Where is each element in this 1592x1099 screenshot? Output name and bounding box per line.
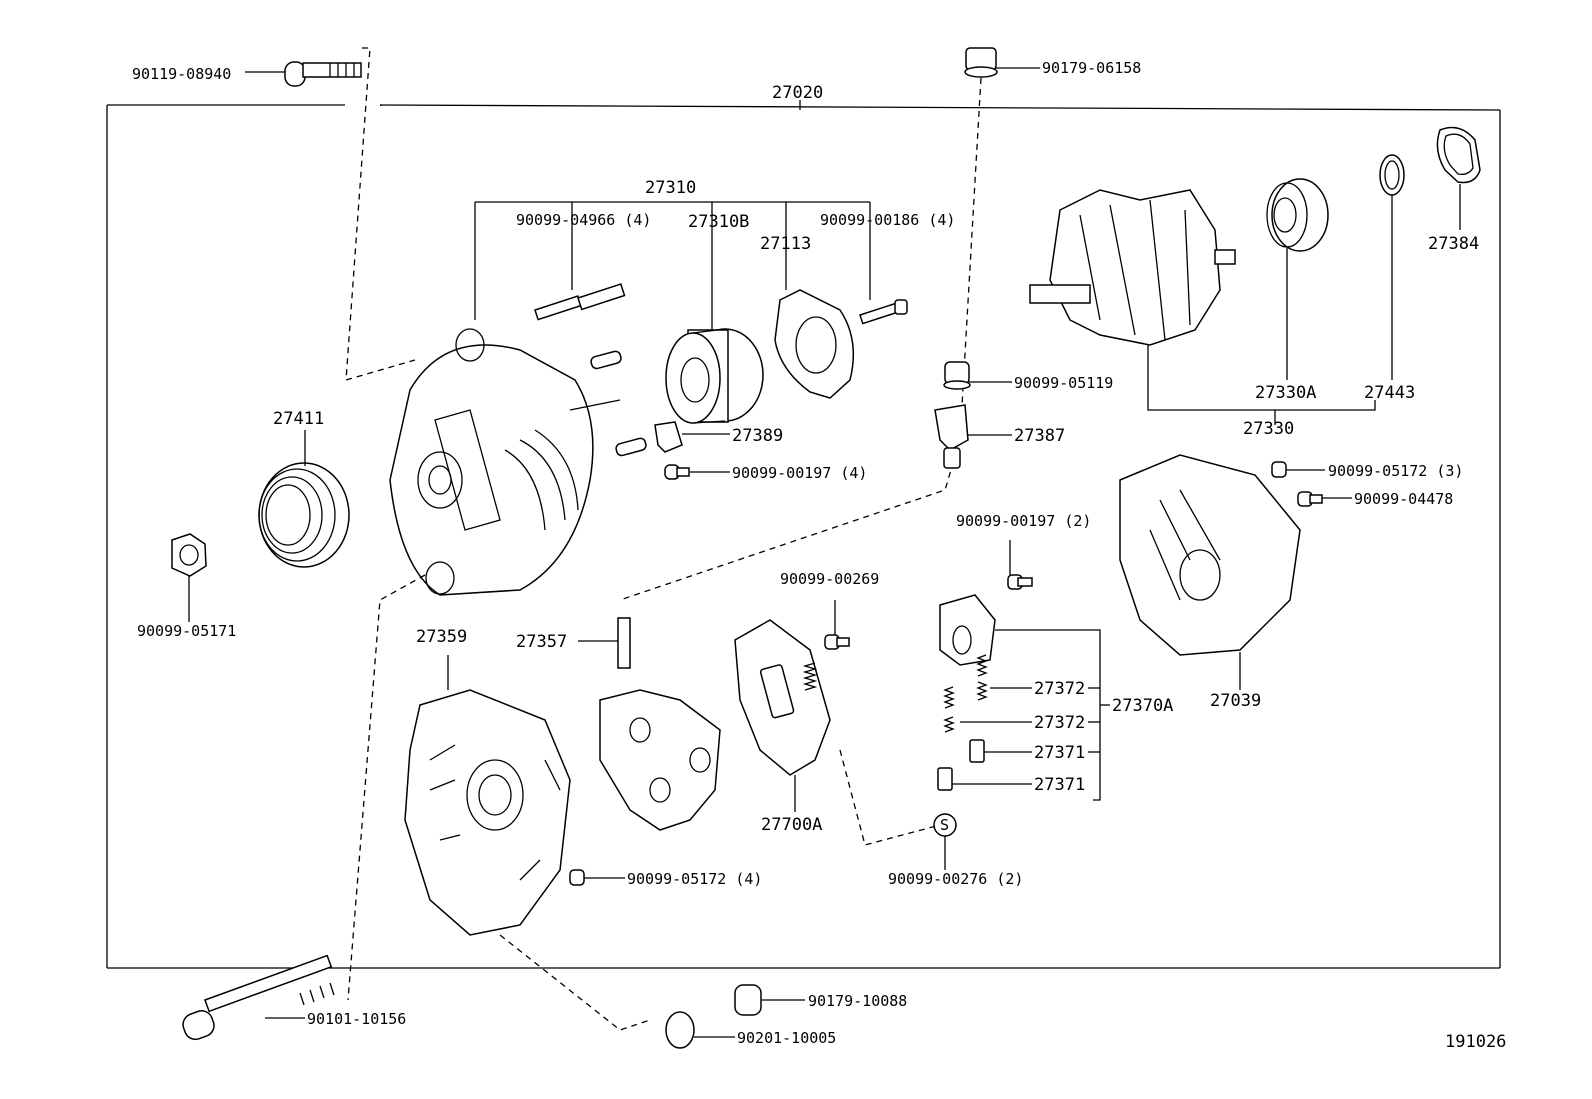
pulley-nut-icon: [171, 533, 207, 577]
terminal-cap-icon: [654, 421, 683, 453]
label-90099-04966: 90099-04966 (4): [516, 211, 651, 229]
small-screw-icon: [664, 464, 690, 480]
s-washer-icon: S: [933, 813, 957, 837]
rear-housing-icon: [404, 689, 571, 936]
label-90099-05171: 90099-05171: [137, 622, 236, 640]
label-27372-b: 27372: [1034, 713, 1085, 733]
housing-nut-icon: [569, 869, 585, 886]
label-90119-08940: 90119-08940: [132, 65, 231, 83]
diagram-id: 191026: [1445, 1032, 1506, 1052]
assembly-frame: [106, 100, 1501, 969]
label-27387: 27387: [1014, 426, 1065, 446]
label-27700A: 27700A: [761, 815, 822, 835]
label-90099-05172-4: 90099-05172 (4): [627, 870, 762, 888]
label-27370A: 27370A: [1112, 696, 1173, 716]
end-frame-bolt-icon: [1297, 491, 1323, 507]
pulley-icon: [258, 462, 350, 568]
label-90099-00197-4: 90099-00197 (4): [732, 464, 867, 482]
bottom-nut-icon: [734, 984, 762, 1016]
brush-holder-icon: [939, 594, 996, 666]
terminal-insulator-icon: [934, 404, 969, 469]
regulator-screw-icon: [824, 634, 850, 650]
label-27113: 27113: [760, 234, 811, 254]
label-90101-10156: 90101-10156: [307, 1010, 406, 1028]
label-27330A: 27330A: [1255, 383, 1316, 403]
svg-text:S: S: [940, 816, 949, 834]
screw-icon: [859, 299, 908, 325]
label-90179-06158: 90179-06158: [1042, 59, 1141, 77]
voltage-regulator-icon: [734, 619, 831, 776]
label-27310B: 27310B: [688, 212, 749, 232]
brush-icon: [937, 767, 953, 791]
rectifier-end-frame-icon: [1119, 454, 1301, 656]
label-27389: 27389: [732, 426, 783, 446]
brush-icon: [969, 739, 985, 763]
label-27443: 27443: [1364, 383, 1415, 403]
label-27330: 27330: [1243, 419, 1294, 439]
label-90099-00276: 90099-00276 (2): [888, 870, 1023, 888]
front-bearing-icon: [665, 328, 764, 424]
brush-spring-icon: [943, 686, 955, 733]
rectifier-icon: [599, 617, 721, 831]
brush-spring-icon: [976, 654, 988, 701]
label-27411: 27411: [273, 409, 324, 429]
cover-seal-icon: [1436, 126, 1481, 184]
long-through-bolt-icon: [182, 954, 335, 1041]
label-27020: 27020: [772, 83, 823, 103]
label-90099-00186: 90099-00186 (4): [820, 211, 955, 229]
ring-icon: [1379, 154, 1405, 196]
group-27310-bracket: [474, 201, 871, 330]
label-27359: 27359: [416, 627, 467, 647]
label-90099-04478: 90099-04478: [1354, 490, 1453, 508]
nut-top-icon: [964, 47, 998, 78]
drive-end-frame-icon: [389, 328, 647, 596]
label-90099-05119: 90099-05119: [1014, 374, 1113, 392]
label-27384: 27384: [1428, 234, 1479, 254]
label-27039: 27039: [1210, 691, 1261, 711]
label-90099-00269: 90099-00269: [780, 570, 879, 588]
label-90179-10088: 90179-10088: [808, 992, 907, 1010]
brush-holder-screw-icon: [1007, 574, 1033, 590]
label-90099-00197-2: 90099-00197 (2): [956, 512, 1091, 530]
terminal-nut-icon: [943, 361, 971, 390]
through-bolt-icon: [284, 61, 362, 87]
label-27357: 27357: [516, 632, 567, 652]
label-27371-b: 27371: [1034, 775, 1085, 795]
label-27371-a: 27371: [1034, 743, 1085, 763]
label-27310: 27310: [645, 178, 696, 198]
label-90099-05172-3: 90099-05172 (3): [1328, 462, 1463, 480]
label-90201-10005: 90201-10005: [737, 1029, 836, 1047]
stud-bolt-icon: [534, 283, 626, 321]
label-27372-a: 27372: [1034, 679, 1085, 699]
bottom-washer-icon: [665, 1011, 695, 1049]
end-frame-nut-icon: [1271, 461, 1287, 478]
rotor-icon: [1029, 189, 1236, 346]
rear-bearing-icon: [1266, 178, 1329, 252]
retainer-plate-icon: [774, 289, 855, 399]
